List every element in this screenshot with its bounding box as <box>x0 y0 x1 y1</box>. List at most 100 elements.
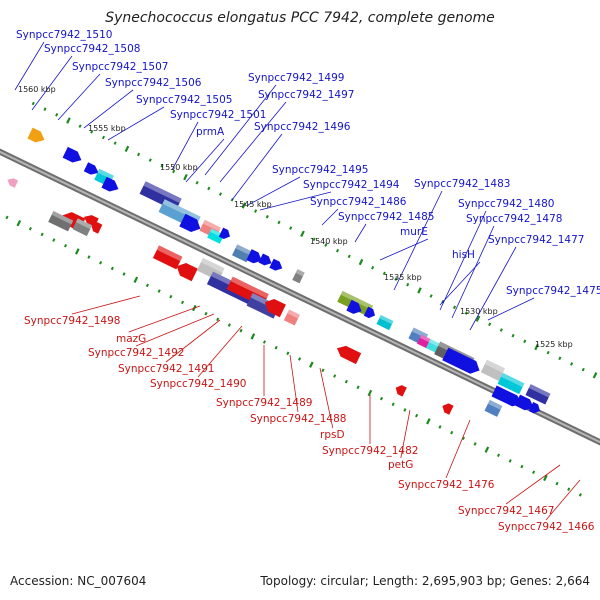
tick-mark <box>43 107 47 111</box>
gene-feature[interactable] <box>334 340 364 365</box>
tick-mark <box>254 209 258 213</box>
tick-mark <box>63 243 68 248</box>
forward-gene-label[interactable]: Synpcc7942_1495 <box>272 164 368 176</box>
tick-mark <box>367 389 373 397</box>
gene-feature[interactable] <box>246 246 267 266</box>
gene-feature[interactable] <box>497 372 525 395</box>
gene-feature[interactable] <box>232 244 252 263</box>
gene-feature[interactable] <box>179 211 206 236</box>
forward-gene-label[interactable]: Synpcc7942_1501 <box>170 109 266 121</box>
gene-feature[interactable] <box>480 359 505 382</box>
reverse-gene-label[interactable]: Synpcc7942_1488 <box>250 413 346 425</box>
reverse-gene-label[interactable]: Synpcc7942_1491 <box>118 363 214 375</box>
reverse-gene-label[interactable]: Synpcc7942_1466 <box>498 521 595 533</box>
forward-gene-label[interactable]: Synpcc7942_1486 <box>310 196 407 208</box>
tick-mark <box>289 226 293 230</box>
tick-mark <box>391 402 395 407</box>
forward-gene-label[interactable]: Synpcc7942_1480 <box>458 198 554 210</box>
reverse-gene-label[interactable]: Synpcc7942_1489 <box>216 397 312 409</box>
gene-feature[interactable] <box>442 345 485 378</box>
forward-gene-label[interactable]: Synpcc7942_1505 <box>136 94 232 106</box>
label-leader <box>107 106 165 141</box>
forward-gene-label[interactable]: Synpcc7942_1510 <box>16 29 112 41</box>
gene-feature[interactable] <box>258 251 277 269</box>
tick-mark <box>335 248 340 253</box>
tick-mark <box>312 237 316 242</box>
tick-mark <box>429 294 433 298</box>
gene-feature[interactable] <box>218 225 235 242</box>
gene-feature[interactable] <box>292 269 305 284</box>
forward-gene-label[interactable]: Synpcc7942_1507 <box>72 61 168 73</box>
forward-gene-label[interactable]: hisH <box>452 249 475 261</box>
gene-feature[interactable] <box>101 174 124 195</box>
forward-gene-label[interactable]: Synpcc7942_1483 <box>414 178 510 190</box>
reverse-gene-label[interactable]: Synpcc7942_1490 <box>150 378 246 390</box>
reverse-gene-label[interactable]: mazG <box>116 333 146 345</box>
gene-feature[interactable] <box>83 160 104 179</box>
forward-gene-label[interactable]: Synpcc7942_1496 <box>254 121 351 133</box>
gene-feature[interactable] <box>283 309 300 326</box>
forward-gene-label[interactable]: Synpcc7942_1477 <box>488 234 584 246</box>
gene-feature[interactable] <box>62 144 87 166</box>
forward-gene-label[interactable]: Synpcc7942_1506 <box>105 77 202 89</box>
reverse-gene-label[interactable]: rpsD <box>320 429 345 441</box>
gene-feature[interactable] <box>89 218 105 235</box>
gene-feature[interactable] <box>525 384 551 405</box>
reverse-gene-label[interactable]: Synpcc7942_1467 <box>458 505 554 517</box>
forward-gene-label[interactable]: Synpcc7942_1508 <box>44 43 140 55</box>
gene-feature[interactable] <box>514 392 539 414</box>
label-leader <box>451 225 495 319</box>
forward-gene-label[interactable]: Synpcc7942_1475 <box>506 285 600 297</box>
tick-mark <box>300 230 305 237</box>
kbp-label: 1540 kbp <box>310 237 348 246</box>
forward-gene-label[interactable]: Synpcc7942_1497 <box>258 89 354 101</box>
gene-feature[interactable] <box>72 218 93 237</box>
gene-feature[interactable] <box>376 315 394 331</box>
label-leader <box>71 295 141 315</box>
tick-mark <box>286 351 290 356</box>
forward-gene-label[interactable]: prmA <box>196 126 225 138</box>
tick-mark <box>16 219 22 227</box>
reverse-gene-label[interactable]: Synpcc7942_1498 <box>24 315 120 327</box>
tick-mark <box>426 418 431 425</box>
forward-gene-label[interactable]: Synpcc7942_1485 <box>338 211 434 223</box>
forward-gene-label[interactable]: murE <box>400 226 428 238</box>
gene-feature[interactable] <box>363 304 380 321</box>
gene-feature[interactable] <box>152 245 183 270</box>
label-leader <box>204 84 277 176</box>
gene-features <box>6 125 551 417</box>
gene-feature[interactable] <box>484 399 503 417</box>
tick-mark <box>110 266 114 271</box>
gene-feature[interactable] <box>6 174 21 189</box>
map-title: Synechococcus elongatus PCC 7942, comple… <box>105 10 495 26</box>
gene-feature[interactable] <box>440 399 456 416</box>
tick-mark <box>532 470 536 475</box>
label-leader <box>31 55 73 111</box>
forward-gene-label[interactable]: Synpcc7942_1499 <box>248 72 344 84</box>
gene-feature[interactable] <box>269 256 287 274</box>
kbp-label: 1555 kbp <box>88 124 126 133</box>
reverse-gene-label[interactable]: petG <box>388 459 413 471</box>
tick-mark <box>347 254 351 259</box>
tick-mark <box>581 367 585 372</box>
gene-feature[interactable] <box>528 399 545 416</box>
tick-mark <box>543 474 548 482</box>
tick-mark <box>204 311 208 316</box>
tick-mark <box>484 446 490 453</box>
forward-gene-label[interactable]: Synpcc7942_1478 <box>466 213 562 225</box>
tick-mark <box>415 413 419 418</box>
tick-mark <box>218 192 223 196</box>
reverse-gene-label[interactable]: Synpcc7942_1482 <box>322 445 418 457</box>
forward-gene-label[interactable]: Synpcc7942_1494 <box>303 179 400 191</box>
gene-feature[interactable] <box>393 381 409 398</box>
gene-feature[interactable] <box>48 211 74 232</box>
reverse-gene-label[interactable]: Synpcc7942_1492 <box>88 347 184 359</box>
label-leader <box>14 41 45 91</box>
tick-mark <box>207 186 211 191</box>
gene-feature[interactable] <box>346 297 367 317</box>
reverse-gene-label[interactable]: Synpcc7942_1476 <box>398 479 495 491</box>
gene-feature[interactable] <box>262 293 289 318</box>
gene-feature[interactable] <box>27 125 50 146</box>
gene-feature[interactable] <box>491 383 526 410</box>
gene-feature[interactable] <box>174 257 201 282</box>
